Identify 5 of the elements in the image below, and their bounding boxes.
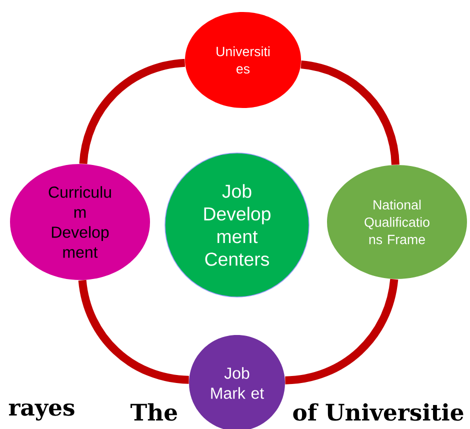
ring-arc [284,278,398,384]
ring-arc [79,58,186,164]
ring-arc [300,60,400,166]
ring-arc [78,280,190,384]
heading-text: rayes [8,403,74,421]
